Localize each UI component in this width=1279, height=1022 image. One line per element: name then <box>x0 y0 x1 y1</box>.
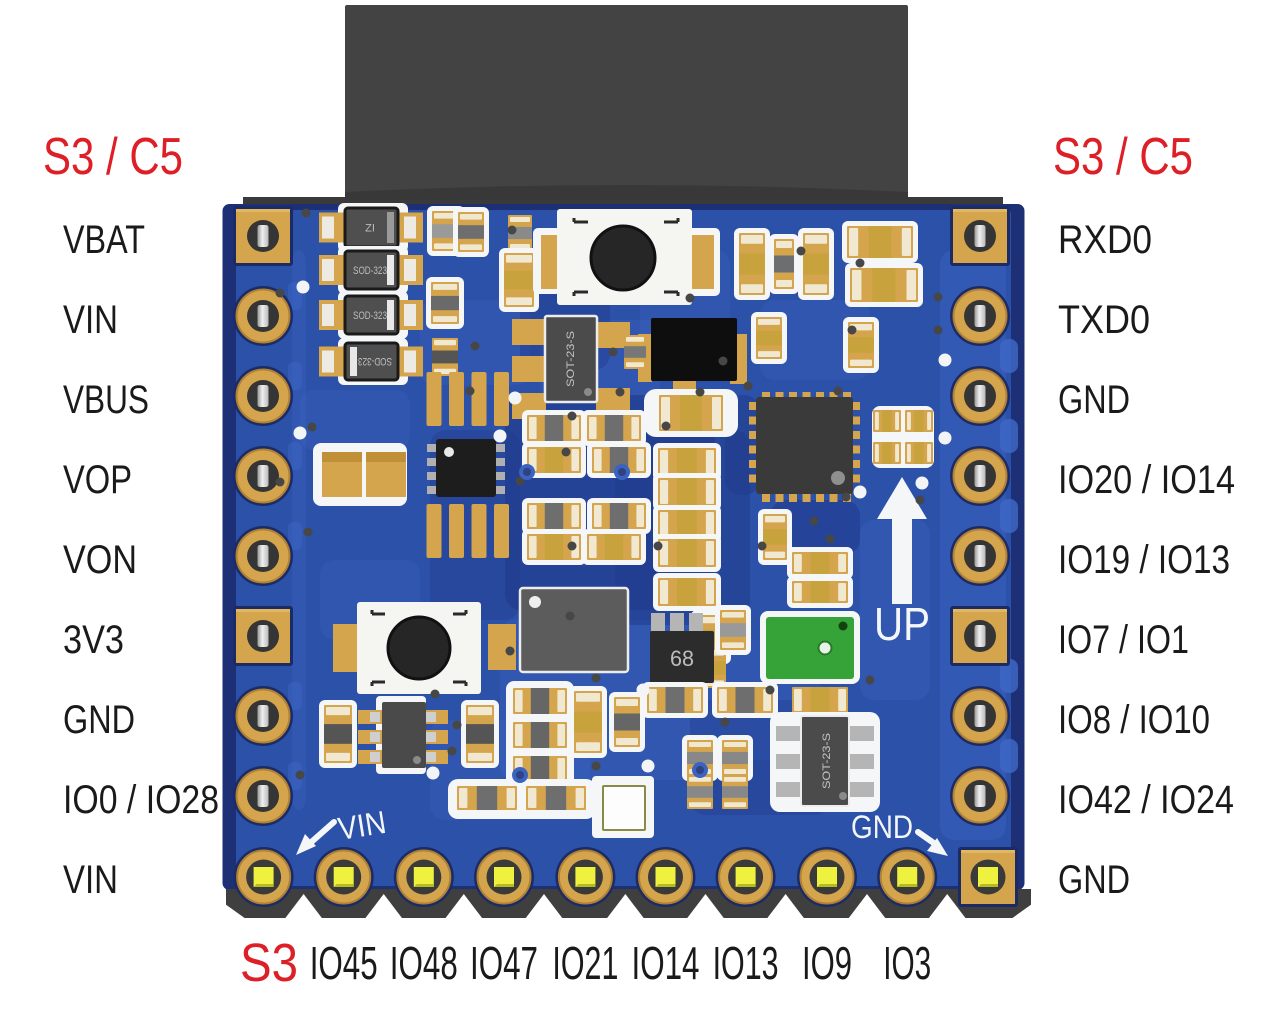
svg-text:IO48: IO48 <box>390 937 458 989</box>
svg-text:SOT-23-S: SOT-23-S <box>821 733 833 789</box>
svg-text:IO45: IO45 <box>310 937 378 989</box>
svg-text:IO14: IO14 <box>632 937 700 989</box>
svg-text:IO47: IO47 <box>470 937 538 989</box>
svg-text:IO21: IO21 <box>552 937 618 989</box>
svg-text:GND: GND <box>63 698 135 742</box>
svg-text:IO0 / IO28: IO0 / IO28 <box>63 778 219 822</box>
svg-text:IO9: IO9 <box>802 937 852 989</box>
svg-text:RXD0: RXD0 <box>1058 218 1152 262</box>
svg-text:VON: VON <box>63 538 137 582</box>
svg-text:S3 / C5: S3 / C5 <box>1053 128 1193 186</box>
svg-text:VOP: VOP <box>63 458 132 502</box>
svg-text:UP: UP <box>874 598 930 650</box>
svg-text:3V3: 3V3 <box>63 618 124 662</box>
svg-text:VIN: VIN <box>335 804 388 847</box>
svg-text:VBAT: VBAT <box>63 218 145 262</box>
svg-text:VIN: VIN <box>63 298 118 342</box>
svg-text:SOD-323: SOD-323 <box>353 310 387 322</box>
svg-text:VBUS: VBUS <box>63 378 149 422</box>
svg-text:IO20 / IO14: IO20 / IO14 <box>1058 458 1235 502</box>
svg-text:GND: GND <box>851 809 913 845</box>
svg-text:GND: GND <box>1058 858 1130 902</box>
svg-text:IO13: IO13 <box>713 937 779 989</box>
svg-text:S3 / C5: S3 / C5 <box>43 128 183 186</box>
svg-text:IO19 / IO13: IO19 / IO13 <box>1058 538 1230 582</box>
svg-text:IO3: IO3 <box>883 937 931 989</box>
svg-text:VIN: VIN <box>63 858 118 902</box>
svg-text:68: 68 <box>670 646 694 671</box>
svg-text:IO8 / IO10: IO8 / IO10 <box>1058 698 1210 742</box>
svg-text:ZI: ZI <box>365 223 375 235</box>
svg-text:TXD0: TXD0 <box>1058 298 1150 342</box>
svg-text:IO42 / IO24: IO42 / IO24 <box>1058 778 1234 822</box>
svg-text:GND: GND <box>1058 378 1130 422</box>
svg-text:SOD-323: SOD-323 <box>358 355 392 367</box>
svg-text:SOT-23-S: SOT-23-S <box>565 331 577 387</box>
svg-text:SOD-323: SOD-323 <box>353 265 387 277</box>
svg-text:S3: S3 <box>240 933 298 993</box>
svg-text:IO7 / IO1: IO7 / IO1 <box>1058 618 1189 662</box>
